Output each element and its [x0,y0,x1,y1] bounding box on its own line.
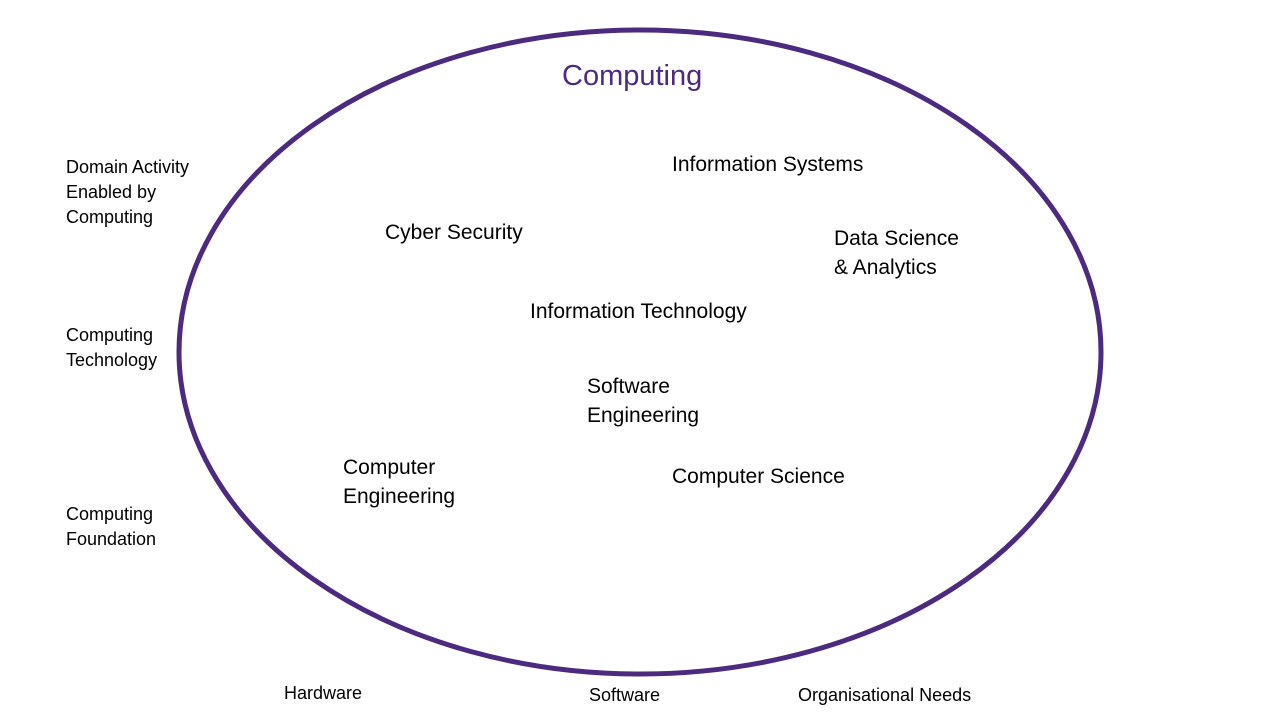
axis-label-computing-foundation: Computing Foundation [66,504,157,549]
axis-label-domain-activity: Domain Activity Enabled by Computing [66,157,190,227]
discipline-information-technology: Information Technology [530,300,747,323]
discipline-computer-engineering: Computer Engineering [343,456,456,508]
axis-label-software: Software [589,685,661,705]
discipline-data-science-analytics: Data Science & Analytics [834,227,959,279]
axis-label-organisational-needs: Organisational Needs [798,685,972,705]
axis-label-computing-technology: Computing Technology [66,325,158,370]
discipline-computer-science: Computer Science [672,465,845,488]
discipline-software-engineering: Software Engineering [587,375,700,427]
axis-label-hardware: Hardware [284,683,363,703]
diagram-title: Computing [562,60,703,92]
discipline-cyber-security: Cyber Security [385,221,523,244]
discipline-information-systems: Information Systems [672,153,864,176]
